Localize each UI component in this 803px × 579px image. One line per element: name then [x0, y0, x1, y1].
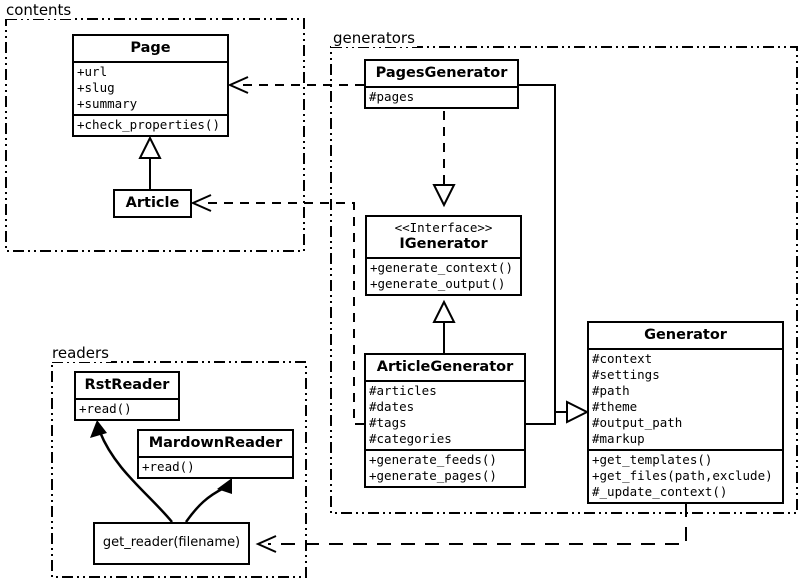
class-box-articlegenerator[interactable]: ArticleGenerator #articles #dates #tags … [364, 353, 526, 488]
class-method: +generate_context() [370, 260, 513, 275]
relation-pagesgenerator-to-generator [519, 84, 590, 424]
class-attribute: #path [592, 383, 630, 398]
class-name-article: Article [125, 195, 180, 211]
class-attribute: #articles [369, 383, 437, 398]
class-name-pagesgenerator: PagesGenerator [375, 65, 508, 81]
class-attributes-generator: #context #settings #path #theme #output_… [589, 348, 782, 449]
relation-articlegenerator-to-igenerator [432, 299, 456, 353]
class-attributes-articlegenerator: #articles #dates #tags #categories [366, 380, 524, 449]
class-attribute: +summary [77, 96, 138, 111]
function-label-get-reader: get_reader(filename) [102, 535, 241, 550]
function-box-get-reader[interactable]: get_reader(filename) [93, 522, 250, 565]
class-methods-mardownreader: +read() [139, 456, 292, 477]
relation-getreader-to-mardownreader [184, 478, 232, 523]
class-attributes-pagesgenerator: #pages [366, 86, 517, 107]
class-box-article[interactable]: Article [113, 189, 192, 218]
class-name-page: Page [130, 40, 171, 56]
relation-pagesgenerator-to-igenerator [432, 111, 456, 208]
class-box-generator[interactable]: Generator #context #settings #path #them… [587, 321, 784, 504]
class-box-pagesgenerator[interactable]: PagesGenerator #pages [364, 59, 519, 109]
class-method: +read() [79, 401, 132, 416]
class-method: #_update_context() [592, 484, 728, 499]
class-methods-rstreader: +read() [76, 398, 178, 419]
class-attribute: #settings [592, 367, 660, 382]
class-attribute: #markup [592, 431, 645, 446]
class-attribute: #categories [369, 431, 452, 446]
class-attribute: #dates [369, 399, 415, 414]
class-methods-page: +check_properties() [74, 114, 227, 135]
class-attribute: #context [592, 351, 653, 366]
class-name-rstreader: RstReader [84, 377, 170, 393]
package-label-contents: contents [4, 1, 74, 19]
package-label-generators: generators [331, 29, 417, 47]
class-name-articlegenerator: ArticleGenerator [376, 359, 514, 375]
class-methods-articlegenerator: +generate_feeds() +generate_pages() [366, 449, 524, 486]
class-box-igenerator[interactable]: <<Interface>> IGenerator +generate_conte… [365, 215, 522, 296]
package-label-readers: readers [50, 344, 111, 362]
class-attribute: #pages [369, 89, 415, 104]
class-method: +generate_pages() [369, 468, 497, 483]
class-attribute: #theme [592, 399, 638, 414]
class-name-generator: Generator [644, 327, 727, 343]
class-method: +get_templates() [592, 452, 713, 467]
relation-articlegenerator-to-article [190, 194, 364, 425]
class-attributes-page: +url +slug +summary [74, 61, 227, 114]
class-methods-igenerator: +generate_context() +generate_output() [367, 257, 520, 294]
class-attribute: +slug [77, 80, 115, 95]
class-attribute: #output_path [592, 415, 683, 430]
class-attribute: +url [77, 64, 108, 79]
class-attribute: #tags [369, 415, 407, 430]
class-method: +generate_feeds() [369, 452, 497, 467]
class-method: +get_files(path,exclude) [592, 468, 773, 483]
relation-generator-to-getreader [255, 503, 687, 553]
class-box-page[interactable]: Page +url +slug +summary +check_properti… [72, 34, 229, 137]
class-method: +check_properties() [77, 117, 220, 132]
class-methods-generator: +get_templates() +get_files(path,exclude… [589, 449, 782, 502]
class-stereotype-igenerator: <<Interface>> [394, 220, 493, 235]
class-name-mardownreader: MardownReader [148, 435, 283, 451]
class-name-igenerator: IGenerator [399, 236, 488, 252]
relation-pagesgenerator-to-page [227, 76, 364, 94]
class-method: +generate_output() [370, 276, 506, 291]
class-box-mardownreader[interactable]: MardownReader +read() [137, 429, 294, 479]
class-method: +read() [142, 459, 195, 474]
class-box-rstreader[interactable]: RstReader +read() [74, 371, 180, 421]
relation-article-to-page [138, 135, 162, 190]
relation-articlegenerator-to-generator [526, 412, 556, 425]
